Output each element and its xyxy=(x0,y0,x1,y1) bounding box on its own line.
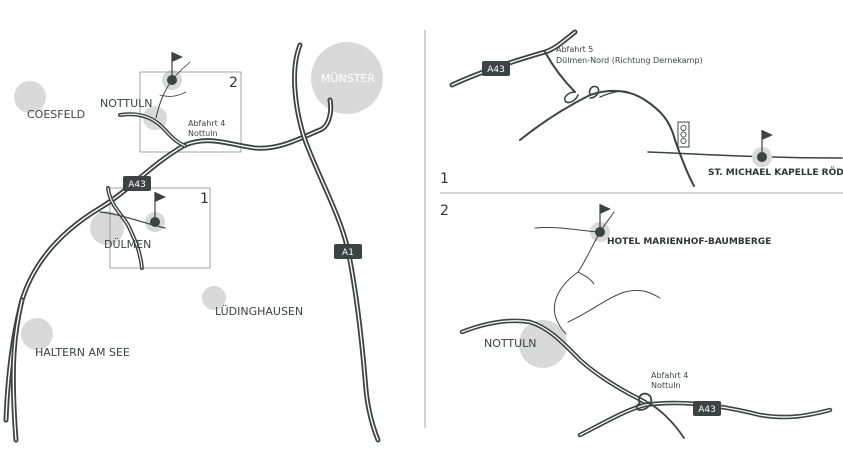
svg-text:A1: A1 xyxy=(342,248,354,258)
inset-number-2: 2 xyxy=(229,75,238,91)
road-nottuln-overview xyxy=(118,112,187,148)
svg-text:A43: A43 xyxy=(698,405,716,415)
highway-badge-a1: A1 xyxy=(334,244,362,259)
svg-text:A43: A43 xyxy=(487,65,505,75)
highway-badge-a43: A43 xyxy=(123,176,151,191)
city-label-haltern: HALTERN AM SEE xyxy=(35,346,130,359)
highway-badge-a43-detail1: A43 xyxy=(482,61,510,76)
destination-label-detail1: ST. MICHAEL KAPELLE RÖDDER xyxy=(708,167,843,178)
svg-text:A43: A43 xyxy=(128,180,146,190)
city-blob-coesfeld xyxy=(14,81,46,113)
exit-label-line2-detail2: Nottuln xyxy=(651,381,681,390)
exit-label-line2-detail1: Dülmen-Nord (Richtung Dernekamp) xyxy=(556,56,703,65)
exit-label-line2: Nottuln xyxy=(188,129,218,138)
city-label-dulmen: DÜLMEN xyxy=(104,238,151,251)
city-blob-ludinghausen xyxy=(202,286,226,310)
city-label-coesfeld: COESFELD xyxy=(27,108,85,121)
hotel-marker-detail2 xyxy=(595,227,605,237)
flag-icon xyxy=(761,130,773,155)
chapel-marker-overview xyxy=(150,217,160,227)
inset-box-1 xyxy=(109,187,211,269)
inset-box-2 xyxy=(139,71,242,153)
destination-label-detail2: HOTEL MARIENHOF-BAUMBERGE xyxy=(607,237,771,247)
motorway-a43-overview xyxy=(3,97,334,423)
flag-icon xyxy=(171,52,183,78)
city-blob-nottuln-detail2 xyxy=(519,320,567,368)
detail-number-2: 2 xyxy=(440,203,449,219)
traffic-light-icon xyxy=(677,121,690,148)
inset-number-1: 1 xyxy=(200,191,209,207)
overview-map: COESFELD NOTTULN MÜNSTER DÜLMEN LÜDINGHA… xyxy=(3,42,383,443)
detail-map-2: 2 HOTEL MARIENHOF-BAUMBERGE NOTTULN Abfa… xyxy=(440,203,833,439)
city-label-munster: MÜNSTER xyxy=(321,72,375,85)
flag-icon xyxy=(599,204,611,230)
city-label-ludinghausen: LÜDINGHAUSEN xyxy=(215,305,303,318)
detail-map-1: A43 Abfahrt 5 Dülmen-Nord (Richtung Dern… xyxy=(440,29,843,187)
exit-label-line1-detail2: Abfahrt 4 xyxy=(651,371,688,380)
city-label-nottuln: NOTTULN xyxy=(100,97,153,110)
chapel-marker-detail1 xyxy=(757,152,767,162)
hotel-marker-overview xyxy=(167,75,177,85)
exit-label-line1-detail1: Abfahrt 5 xyxy=(556,45,593,54)
exit-label-line1: Abfahrt 4 xyxy=(188,119,225,128)
city-blob-munster xyxy=(311,42,383,114)
city-blob-haltern xyxy=(21,318,53,350)
city-blob-dulmen xyxy=(90,211,124,245)
detail-number-1: 1 xyxy=(440,171,449,187)
highway-badge-a43-detail2: A43 xyxy=(693,401,721,416)
road-exit5-detail1 xyxy=(519,89,695,187)
flag-icon xyxy=(154,192,166,220)
city-label-nottuln-detail2: NOTTULN xyxy=(484,337,537,350)
